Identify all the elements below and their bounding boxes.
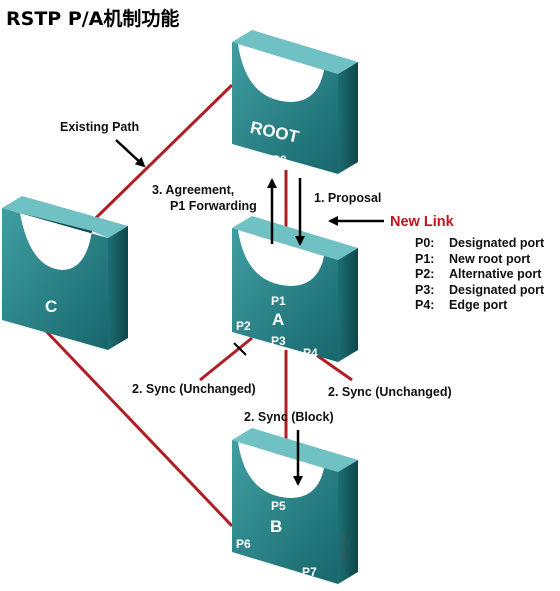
port-role-legend: P0: Designated port P1: New root port P2… <box>415 236 544 314</box>
legend-role: Edge port <box>449 298 508 313</box>
switch-a-port-p2: P2 <box>236 319 251 333</box>
legend-row: P1: New root port <box>415 252 544 268</box>
switch-c-label: C <box>45 297 57 316</box>
label-agreement-1: 3. Agreement, <box>152 183 234 197</box>
label-sync-unchanged-right: 2. Sync (Unchanged) <box>328 385 452 399</box>
legend-port: P2: <box>415 267 435 282</box>
legend-port: P0: <box>415 236 435 250</box>
link-c-b <box>43 328 234 528</box>
switch-b-label: B <box>270 517 282 536</box>
legend-row: P0: Designated port <box>415 236 544 252</box>
switch-c <box>2 196 128 350</box>
label-sync-unchanged-left: 2. Sync (Unchanged) <box>132 382 256 396</box>
legend-port: P3: <box>415 282 435 297</box>
label-sync-block: 2. Sync (Block) <box>244 410 334 424</box>
switch-b <box>232 428 358 584</box>
legend-port: P1: <box>415 251 435 266</box>
legend-port: P4: <box>415 298 435 313</box>
legend-role: Designated port <box>449 236 545 250</box>
label-proposal: 1. Proposal <box>314 191 381 205</box>
arrow-existing-path <box>115 139 146 168</box>
switch-b-port-p7: P7 <box>302 565 317 579</box>
switch-b-port-p5: P5 <box>271 499 286 513</box>
link-a-p4 <box>311 350 353 382</box>
legend-role: Designated port <box>449 282 545 297</box>
switch-a-port-p1: P1 <box>271 294 286 308</box>
switch-a-label: A <box>272 310 284 329</box>
legend-role: New root port <box>449 251 531 266</box>
legend-role: Alternative port <box>449 267 542 282</box>
page-title: RSTP P/A机制功能 <box>6 8 180 30</box>
legend-row: P3: Designated port <box>415 283 544 299</box>
label-existing-path: Existing Path <box>60 120 139 134</box>
switch-root-port-p0: P0 <box>272 153 287 167</box>
switch-a-port-p4: P4 <box>303 346 318 360</box>
legend-row: P2: Alternative port <box>415 267 544 283</box>
label-new-link: New Link <box>390 214 455 230</box>
switch-a-port-p3: P3 <box>271 334 286 348</box>
switch-root <box>232 30 358 174</box>
link-a-p2 <box>199 336 253 382</box>
switch-b-port-p6: P6 <box>236 537 251 551</box>
label-agreement-2: P1 Forwarding <box>170 199 257 213</box>
figure-id: 310P_031 <box>342 532 348 560</box>
legend-row: P4: Edge port <box>415 298 544 314</box>
